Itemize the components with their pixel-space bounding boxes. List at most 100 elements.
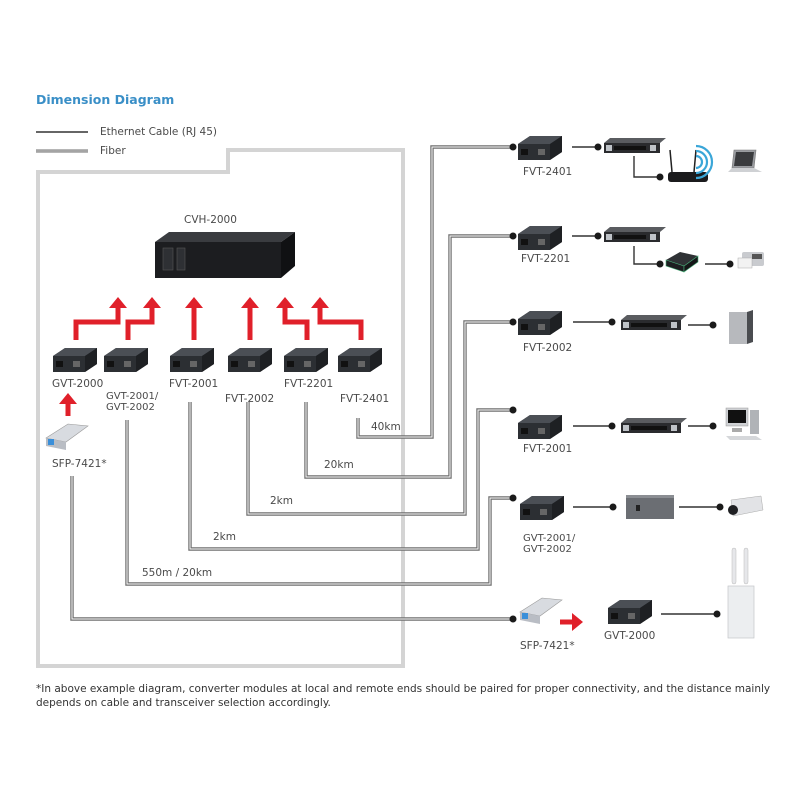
outdoor-access-point-icon: [727, 547, 755, 639]
print-server-icon: [665, 252, 699, 273]
arrow-head: [59, 393, 77, 404]
module-fvt2401-icon: [338, 348, 382, 372]
remote-gvt2000-icon: [608, 600, 652, 624]
module-label-gvt2001: GVT-2001/ GVT-2002: [106, 391, 159, 413]
eth-switch-printserver: [633, 246, 664, 268]
remote-fvt2201-icon: [518, 226, 562, 250]
laptop-icon: [728, 149, 762, 172]
eth-gvt2001-poe: [573, 503, 617, 511]
ethernet-endpoint-dot: [656, 260, 664, 268]
remote-label-gvt2001: GVT-2001/ GVT-2002: [523, 533, 576, 555]
switch-icon-fvt2401: [604, 138, 666, 153]
distance-label-fvt2201: 20km: [324, 459, 354, 471]
ethernet-endpoint-dot: [594, 232, 602, 240]
ethernet-endpoint-dot: [608, 422, 616, 430]
tower-pc-icon: [729, 310, 753, 344]
remote-fvt2002-icon: [518, 311, 562, 335]
module-fvt2002-icon: [228, 348, 272, 372]
installation-arrows: [59, 297, 583, 631]
eth-fvt2002-switch: [573, 318, 616, 326]
ethernet-endpoint-dot: [713, 610, 721, 618]
fiber-endpoint-dot: [509, 406, 517, 414]
eth-switch-desktop: [688, 422, 717, 430]
arrow-head: [311, 297, 329, 308]
arrow-head: [109, 297, 127, 308]
footnote: *In above example diagram, converter mod…: [36, 683, 771, 709]
fiber-endpoint-dot: [509, 318, 517, 326]
ethernet-links: [572, 143, 734, 618]
ethernet-endpoint-dot: [709, 321, 717, 329]
arrow-sfp-local: [59, 393, 77, 416]
arrow-head: [185, 297, 203, 308]
fiber-endpoint-dot: [509, 232, 517, 240]
device-icons: [45, 136, 764, 639]
sfp-label-local: SFP-7421*: [52, 458, 107, 470]
eth-switch-router: [633, 156, 664, 181]
local-panel-border: [36, 148, 405, 668]
eth-printserver-printer: [705, 260, 734, 268]
module-label-fvt2002: FVT-2002: [225, 393, 275, 405]
arrow-gvt2001: [125, 297, 161, 340]
arrow-sfp-remote: [560, 613, 583, 631]
desktop-pc-icon: [725, 407, 762, 440]
module-label-fvt2401: FVT-2401: [340, 393, 390, 405]
arrow-fvt2201: [276, 297, 310, 340]
remote-label-fvt2401: FVT-2401: [523, 166, 573, 178]
remote-label-fvt2002: FVT-2002: [523, 342, 573, 354]
eth-gvt2000-ap: [661, 610, 721, 618]
module-fvt2201-icon: [284, 348, 328, 372]
distance-label-fvt2001: 2km: [213, 531, 236, 543]
arrow-head: [241, 297, 259, 308]
remote-label-fvt2201: FVT-2201: [521, 253, 571, 265]
switch-icon-fvt2001: [621, 418, 687, 433]
arrow-gvt2000: [73, 297, 127, 340]
remote-label-fvt2001: FVT-2001: [523, 443, 573, 455]
ethernet-endpoint-dot: [709, 422, 717, 430]
module-label-fvt2201: FVT-2201: [284, 378, 334, 390]
module-label-fvt2001: FVT-2001: [169, 378, 219, 390]
module-fvt2001-icon: [170, 348, 214, 372]
eth-fvt2001-switch: [573, 422, 616, 430]
remote-fvt2001-icon: [518, 415, 562, 439]
remote-gvt2001-icon: [520, 496, 564, 520]
chassis-label: CVH-2000: [184, 214, 237, 226]
distance-label-gvt2001: 550m / 20km: [142, 567, 213, 579]
arrow-head: [572, 613, 583, 631]
module-gvt2001-icon: [104, 348, 148, 372]
switch-icon-fvt2201: [604, 227, 666, 242]
legend-ethernet-label: Ethernet Cable (RJ 45): [100, 126, 217, 138]
distance-label-fvt2002: 2km: [270, 495, 293, 507]
remote-label-sfp: SFP-7421*: [520, 640, 575, 652]
eth-poe-camera: [679, 503, 724, 511]
eth-fvt2201-switch: [572, 232, 602, 240]
remote-fvt2401-icon: [518, 136, 562, 160]
diagram-title: Dimension Diagram: [36, 92, 175, 107]
arrow-head: [276, 297, 294, 308]
printer-icon: [737, 252, 764, 269]
arrow-fvt2001: [185, 297, 203, 340]
fiber-link-fvt2001: [188, 402, 517, 551]
module-gvt2000-icon: [53, 348, 97, 372]
fiber-links: [70, 143, 517, 623]
switch-icon-fvt2002: [621, 315, 687, 330]
fiber-endpoint-dot: [509, 615, 517, 623]
eth-fvt2401-switch: [572, 143, 602, 151]
fiber-link-fvt2002: [246, 318, 517, 516]
ethernet-endpoint-dot: [594, 143, 602, 151]
legend-fiber-label: Fiber: [100, 145, 126, 157]
ip-camera-icon: [728, 495, 764, 517]
wireless-router-icon: [668, 144, 714, 182]
ethernet-endpoint-dot: [716, 503, 724, 511]
module-label-gvt2000: GVT-2000: [52, 378, 104, 390]
ethernet-endpoint-dot: [726, 260, 734, 268]
fiber-link-gvt2001: [125, 420, 517, 586]
eth-switch-pc: [688, 321, 717, 329]
ethernet-endpoint-dot: [608, 318, 616, 326]
poe-switch-icon: [626, 495, 674, 519]
ethernet-endpoint-dot: [656, 173, 664, 181]
arrow-head: [143, 297, 161, 308]
arrow-fvt2401: [311, 297, 364, 340]
fiber-link-sfp: [70, 476, 517, 623]
